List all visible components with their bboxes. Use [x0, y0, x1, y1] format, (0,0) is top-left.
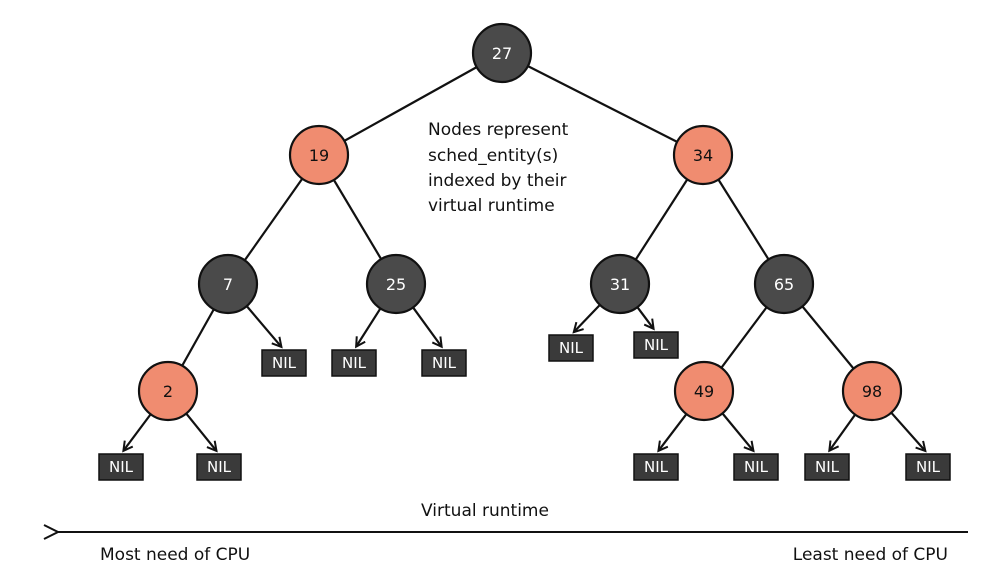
nil-label: NIL — [432, 354, 457, 372]
red-node-circle — [137, 360, 199, 422]
tree-edges — [167, 52, 873, 392]
nil-leaf: NIL — [548, 334, 594, 362]
node-key: 98 — [862, 382, 882, 401]
black-node-circle — [197, 253, 259, 315]
tree-edge-27-34 — [501, 52, 704, 156]
tree-node-98: 98 — [841, 360, 903, 422]
node-key: 65 — [774, 275, 794, 294]
nil-label: NIL — [559, 339, 584, 357]
nil-edge-nil-7-right — [245, 305, 282, 347]
nil-box — [804, 453, 850, 481]
black-node-circle — [753, 253, 815, 315]
tree-node-49: 49 — [673, 360, 735, 422]
nil-box — [331, 349, 377, 377]
tree-node-19: 19 — [288, 124, 350, 186]
nil-leaf: NIL — [804, 453, 850, 481]
annotation: Nodes represent sched_entity(s) indexed … — [428, 120, 569, 216]
node-key: 2 — [163, 382, 173, 401]
nil-label: NIL — [644, 458, 669, 476]
virtual-runtime-axis: Virtual runtime Most need of CPU Least n… — [58, 501, 968, 565]
annotation-line-2: sched_entity(s) — [428, 146, 558, 166]
nil-edge-nil-49-right — [721, 412, 753, 451]
black-node-circle — [365, 253, 427, 315]
tree-node-7: 7 — [197, 253, 259, 315]
nil-box — [633, 453, 679, 481]
node-key: 27 — [492, 44, 512, 63]
nil-leaf: NIL — [633, 453, 679, 481]
nil-edge-nil-98-left — [829, 413, 857, 451]
tree-node-2: 2 — [137, 360, 199, 422]
node-key: 34 — [693, 146, 713, 165]
nil-edge-nil-25-left — [356, 307, 382, 346]
nil-edge-nil-31-left — [574, 304, 601, 332]
nil-box — [548, 334, 594, 362]
tree-edge-27-19 — [318, 52, 503, 156]
tree-node-34: 34 — [672, 124, 734, 186]
nil-label: NIL — [744, 458, 769, 476]
nil-edge-nil-31-right — [636, 306, 653, 329]
annotation-line-4: virtual runtime — [428, 196, 555, 216]
tree-node-65: 65 — [753, 253, 815, 315]
nil-leaf: NIL — [261, 349, 307, 377]
node-key: 19 — [309, 146, 329, 165]
nil-label: NIL — [342, 354, 367, 372]
nil-leaf: NIL — [98, 453, 144, 481]
tree-node-27: 27 — [471, 22, 533, 84]
red-node-circle — [288, 124, 350, 186]
nil-box — [633, 331, 679, 359]
node-key: 49 — [694, 382, 714, 401]
nil-box — [98, 453, 144, 481]
nil-leaf: NIL — [633, 331, 679, 359]
nil-leaf: NIL — [905, 453, 951, 481]
tree-node-31: 31 — [589, 253, 651, 315]
axis-title: Virtual runtime — [421, 501, 549, 521]
red-node-circle — [841, 360, 903, 422]
nil-label: NIL — [207, 458, 232, 476]
nil-label: NIL — [916, 458, 941, 476]
nil-box — [421, 349, 467, 377]
nil-leaf: NIL — [421, 349, 467, 377]
black-node-circle — [471, 22, 533, 84]
nil-box — [905, 453, 951, 481]
nil-label: NIL — [272, 354, 297, 372]
tree-node-25: 25 — [365, 253, 427, 315]
nil-leaf: NIL — [331, 349, 377, 377]
node-key: 25 — [386, 275, 406, 294]
nil-edge-nil-49-left — [658, 413, 688, 451]
nil-edge-nil-2-left — [123, 413, 152, 451]
nil-label: NIL — [815, 458, 840, 476]
red-node-circle — [673, 360, 735, 422]
annotation-line-3: indexed by their — [428, 171, 567, 191]
node-key: 7 — [223, 275, 233, 294]
nil-label: NIL — [109, 458, 134, 476]
nil-edge-nil-98-right — [890, 411, 925, 451]
nil-box — [261, 349, 307, 377]
axis-left-label: Most need of CPU — [100, 545, 250, 565]
nil-leaf: NIL — [733, 453, 779, 481]
nil-edge-nil-25-right — [412, 306, 442, 346]
nil-leaf: NIL — [196, 453, 242, 481]
nil-leaves: NIL NIL NIL NIL NIL NIL NIL NIL NIL NIL NIL — [98, 331, 951, 481]
axis-right-label: Least need of CPU — [793, 545, 948, 565]
nil-edge-nil-2-right — [185, 412, 216, 451]
nil-label: NIL — [644, 336, 669, 354]
tree-nodes: 27 19 34 7 25 31 65 2 49 98 — [137, 22, 903, 422]
nil-box — [196, 453, 242, 481]
node-key: 31 — [610, 275, 630, 294]
red-node-circle — [672, 124, 734, 186]
black-node-circle — [589, 253, 651, 315]
annotation-line-1: Nodes represent — [428, 120, 569, 140]
nil-box — [733, 453, 779, 481]
nil-edges — [123, 304, 925, 451]
